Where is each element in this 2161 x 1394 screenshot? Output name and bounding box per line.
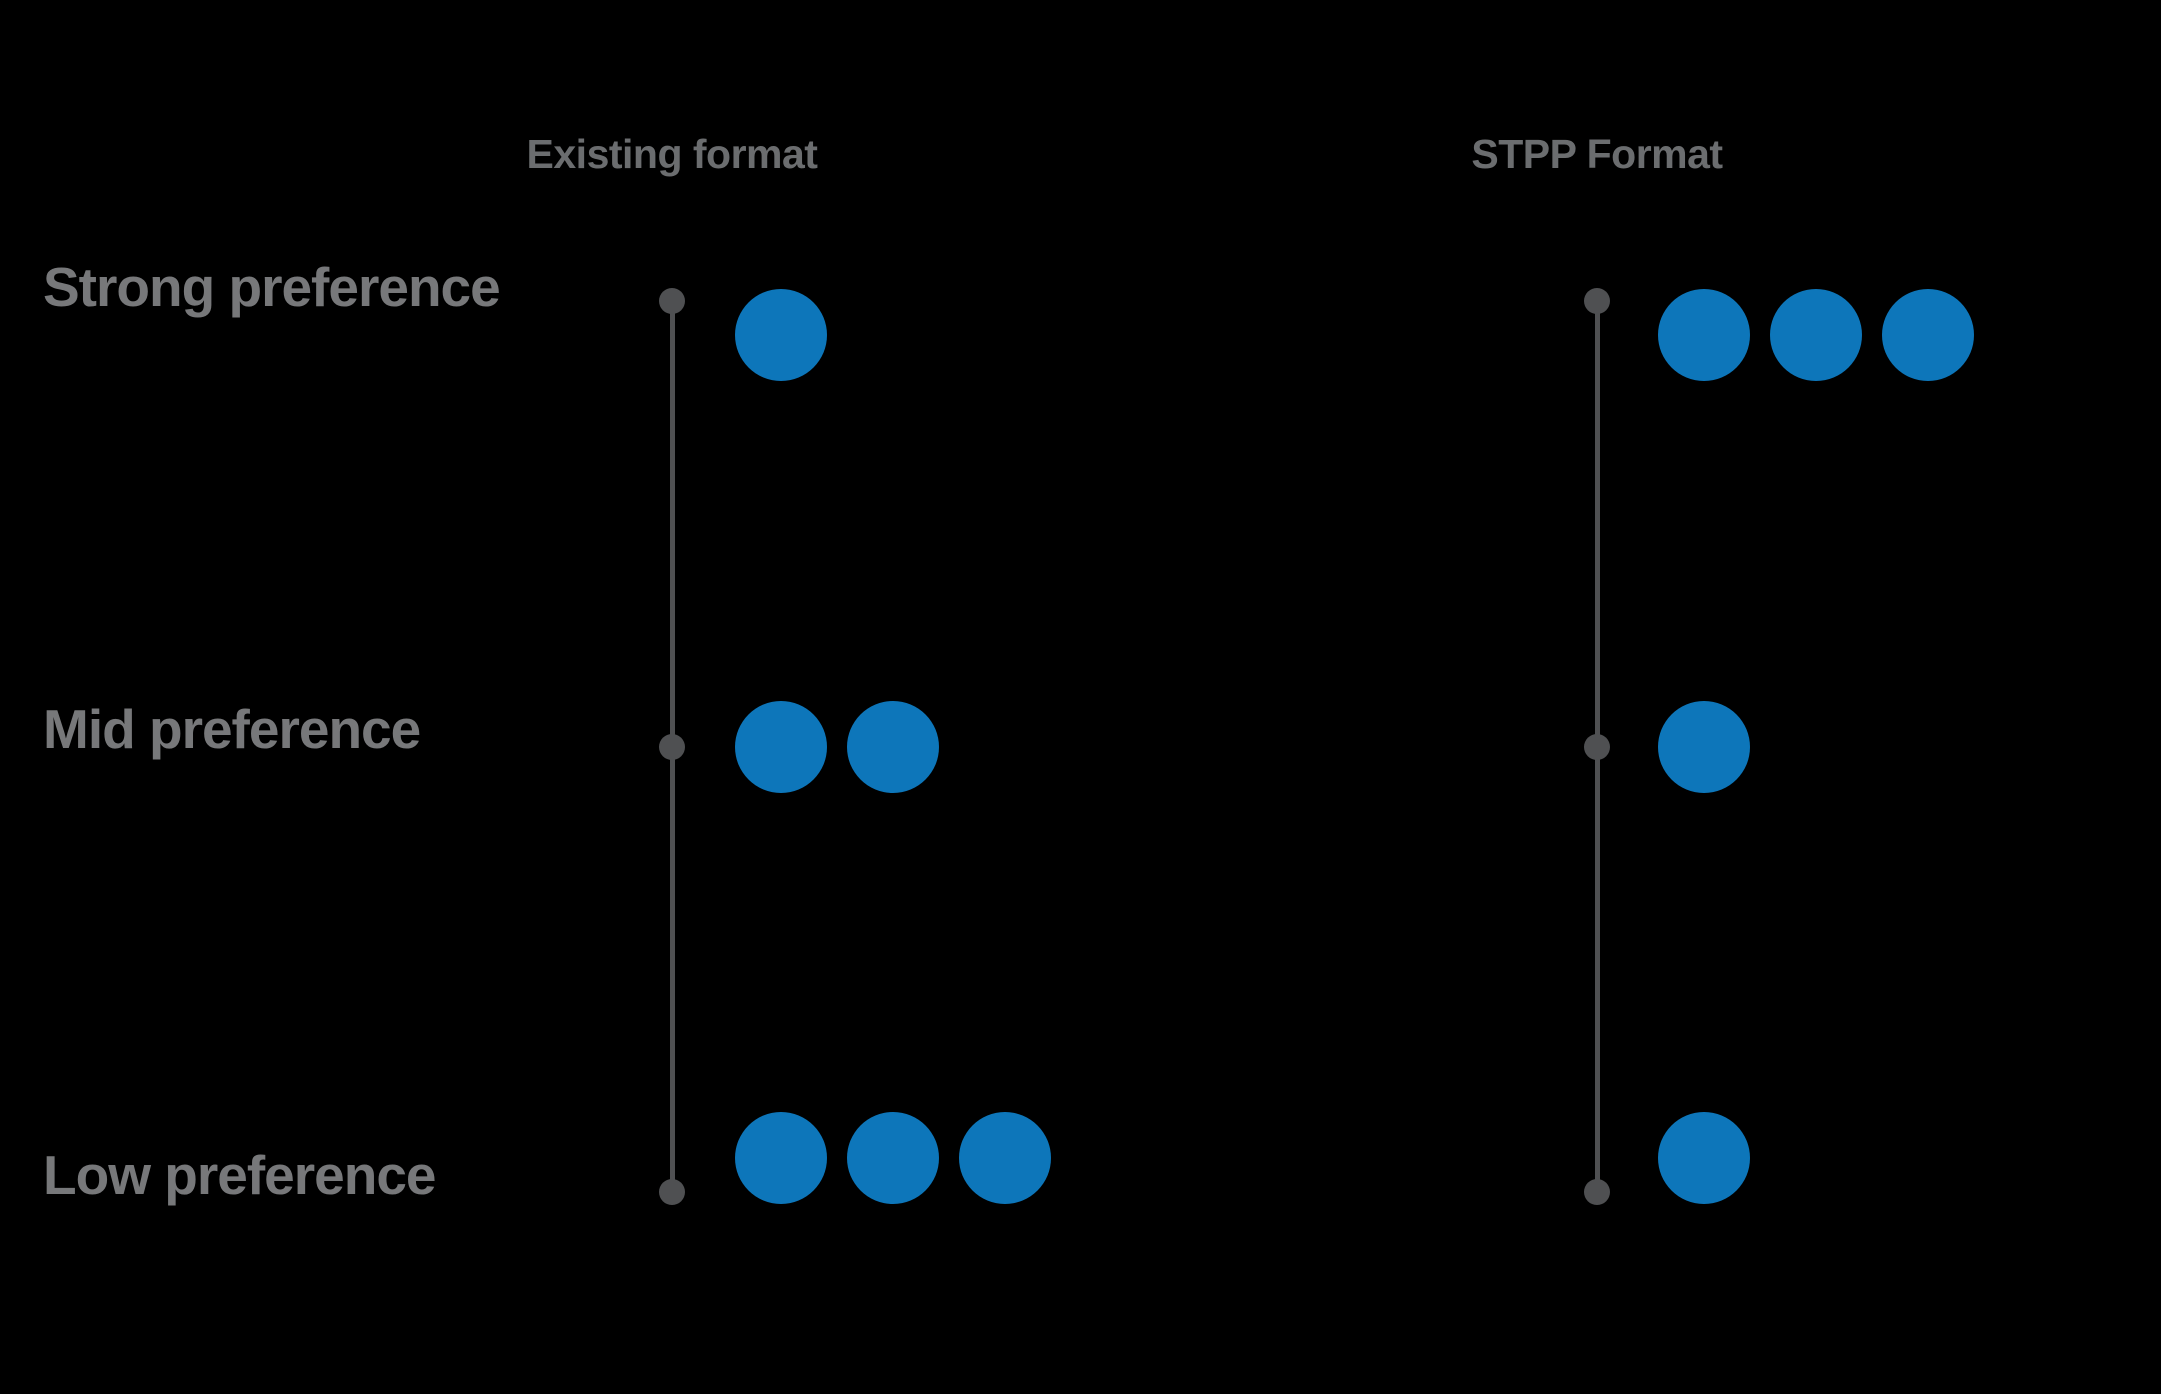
row-label-mid-preference: Mid preference: [43, 698, 421, 760]
axis-tick-existing-mid: [659, 734, 685, 760]
preference-dot: [959, 1112, 1051, 1204]
preference-dot: [735, 289, 827, 381]
dot-group-existing-strong: [735, 289, 827, 381]
preference-dot: [1882, 289, 1974, 381]
preference-dot: [847, 701, 939, 793]
dot-group-stpp-strong: [1658, 289, 1974, 381]
preference-dot: [735, 701, 827, 793]
axis-tick-stpp-strong: [1584, 288, 1610, 314]
axis-tick-existing-low: [659, 1179, 685, 1205]
preference-dot: [847, 1112, 939, 1204]
dot-group-existing-mid: [735, 701, 939, 793]
preference-dot: [1658, 1112, 1750, 1204]
axis-tick-stpp-mid: [1584, 734, 1610, 760]
column-header-existing-format: Existing format: [526, 131, 818, 177]
preference-dot: [1658, 289, 1750, 381]
dot-group-existing-low: [735, 1112, 1051, 1204]
row-label-low-preference: Low preference: [43, 1144, 437, 1206]
dot-group-stpp-mid: [1658, 701, 1750, 793]
column-header-stpp-format: STPP Format: [1471, 131, 1723, 177]
row-label-strong-preference: Strong preference: [43, 256, 501, 318]
preference-dot: [1658, 701, 1750, 793]
dot-group-stpp-low: [1658, 1112, 1750, 1204]
preference-dot: [1770, 289, 1862, 381]
preference-dot: [735, 1112, 827, 1204]
axis-tick-stpp-low: [1584, 1179, 1610, 1205]
axis-tick-existing-strong: [659, 288, 685, 314]
